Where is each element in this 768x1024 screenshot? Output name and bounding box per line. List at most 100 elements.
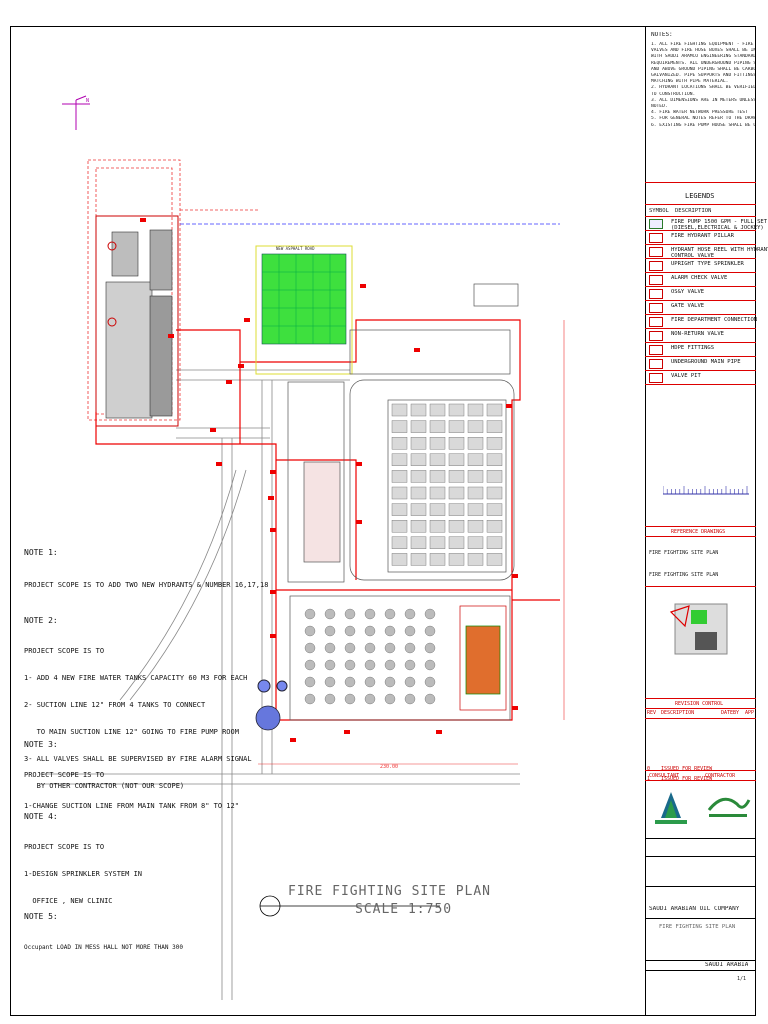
- consultant-header: CONSULTANT: [649, 773, 680, 779]
- legend-label: FIRE HYDRANT PILLAR: [671, 233, 734, 239]
- drawing-scale: SCALE 1:750: [355, 902, 453, 917]
- note-2-line: BY OTHER CONTRACTOR (NOT OUR SCOPE): [24, 782, 185, 790]
- hose-box-icon: [649, 247, 663, 257]
- note-4-line: OFFICE , NEW CLINIC: [24, 897, 113, 905]
- gate-valve-icon: [649, 303, 663, 313]
- general-notes-title: NOTES:: [651, 32, 673, 38]
- note-5-line: Occupant LOAD IN MESS HALL NOT MORE THAN…: [24, 944, 183, 951]
- scale-bar: [663, 486, 749, 495]
- legend-title: LEGENDS: [685, 192, 715, 200]
- legend-label: OS&Y VALVE: [671, 289, 705, 295]
- drawing-frame: [10, 26, 756, 1016]
- revision-cell: 0: [647, 766, 651, 772]
- note-4-title: NOTE 4:: [24, 812, 58, 821]
- general-note-line: AND ABOVE GROUND PIPING SHALL BE CARBON …: [651, 66, 755, 72]
- legend-item: HDPE FITTINGS: [645, 344, 756, 357]
- general-note-line: NOTED.: [651, 104, 668, 110]
- ref-line-2: FIRE FIGHTING SITE PLAN: [649, 572, 719, 578]
- legend-label: FIRE DEPARTMENT CONNECTION: [671, 317, 758, 323]
- note-2-line: 2- SUCTION LINE 12" FROM 4 TANKS TO CONN…: [24, 701, 206, 709]
- legend-label: HDPE FITTINGS: [671, 345, 715, 351]
- os-y-valve-icon: [649, 289, 663, 299]
- legend-symbol-header: SYMBOL: [649, 208, 669, 214]
- sprinkler-icon: [649, 261, 663, 271]
- general-note-line: MATCHING WITH PIPE MATERIAL.: [651, 79, 729, 85]
- legend-item: FIRE HYDRANT PILLAR: [645, 232, 756, 245]
- general-note-line: VALVES AND FIRE HOSE BOXES SHALL BE IN A…: [651, 48, 755, 54]
- contractor-logo: [707, 797, 751, 817]
- general-note-line: 5. FOR GENERAL NOTES REFER TO THE DRAWIN…: [651, 116, 755, 122]
- legend-label: VALVE PIT: [671, 373, 701, 379]
- note-2-line: TO MAIN SUCTION LINE 12" GOING TO FIRE P…: [24, 728, 239, 736]
- note-3-line: 1-CHANGE SUCTION LINE FROM MAIN TANK FRO…: [24, 802, 239, 810]
- dimension-bottom: 230.00: [380, 764, 398, 770]
- revision-header-cell: REV: [647, 710, 657, 716]
- note-3-line: PROJECT SCOPE IS TO: [24, 771, 105, 779]
- revision-cell: 1: [647, 776, 651, 782]
- title-block: NOTES: 1. ALL FIRE FIGHTING EQUIPMENT - …: [645, 26, 768, 1016]
- note-1-title: NOTE 1:: [24, 548, 58, 557]
- check-valve-icon: [649, 331, 663, 341]
- drawing-name: FIRE FIGHTING SITE PLAN: [659, 924, 736, 930]
- consultant-logo: [655, 792, 687, 824]
- note-2-line: PROJECT SCOPE IS TO: [24, 647, 105, 655]
- legend-label: FIRE PUMP 1500 GPM - FULL SET (DIESEL,EL…: [671, 219, 768, 231]
- note-3: NOTE 3: PROJECT SCOPE IS TO 1-CHANGE SUC…: [24, 722, 239, 820]
- note-1: NOTE 1: PROJECT SCOPE IS TO ADD TWO NEW …: [24, 530, 268, 599]
- tree-grid: [304, 608, 436, 705]
- revision-header-cell: DATE: [721, 710, 734, 716]
- fire-water-main: [95, 319, 560, 721]
- revision-cell: ISSUED FOR REVIEW: [661, 766, 713, 772]
- north-arrow-icon: [62, 95, 90, 130]
- general-note-line: 3. ALL DIMENSIONS ARE IN METERS UNLESS O…: [651, 97, 755, 103]
- legend-item: FIRE DEPARTMENT CONNECTION: [645, 316, 758, 329]
- legend-item: VALVE PIT: [645, 372, 756, 385]
- legend-desc-header: DESCRIPTION: [675, 208, 712, 214]
- sheet-number: 1/1: [737, 976, 747, 982]
- legend-item: ALARM CHECK VALVE: [645, 274, 756, 287]
- note-2-line: 1- ADD 4 NEW FIRE WATER TANKS CAPACITY 6…: [24, 674, 248, 682]
- general-note-line: TO CONSTRUCTION.: [651, 91, 696, 97]
- general-note-line: 4. FIRE WATER NETWORK PRESSURE TEST: [651, 110, 748, 116]
- general-note-line: 2. HYDRANT LOCATIONS SHALL BE VERIFIED A…: [651, 85, 755, 91]
- building-grid: [391, 403, 503, 566]
- general-note-line: 1. ALL FIRE FIGHTING EQUIPMENT - FIRE HY…: [651, 42, 755, 47]
- cap-icon: [649, 345, 663, 355]
- note-5-title: NOTE 5:: [24, 912, 58, 921]
- note-2: NOTE 2: PROJECT SCOPE IS TO 1- ADD 4 NEW…: [24, 598, 252, 800]
- legend-item: UPRIGHT TYPE SPRINKLER: [645, 260, 756, 273]
- hydrant-icon: [649, 233, 663, 243]
- legend-label: NON-RETURN VALVE: [671, 331, 724, 337]
- reference-drawings-title: REFERENCE DRAWINGS: [671, 529, 726, 535]
- revision-cell: ISSUED FOR REVIEW: [661, 776, 713, 782]
- legend-item: OS&Y VALVE: [645, 288, 756, 301]
- pump-house: [255, 679, 288, 731]
- location: SAUDI ARABIA: [705, 962, 749, 968]
- general-note-line: REQUIREMENTS. ALL UNDERGROUND PIPING SHA…: [651, 60, 755, 66]
- fire-water-tanks: [95, 215, 179, 427]
- note-4-line: 1-DESIGN SPRINKLER SYSTEM IN: [24, 870, 143, 878]
- note-2-line: 3- ALL VALVES SHALL BE SUPERVISED BY FIR…: [24, 755, 252, 763]
- key-plan: [669, 603, 728, 655]
- pipe-line-icon: [649, 359, 663, 369]
- legend-item: UNDERGROUND MAIN PIPE: [645, 358, 756, 371]
- legend-label: GATE VALVE: [671, 303, 705, 309]
- general-note-line: GALVANIZED. PIPE SUPPORTS AND FITTINGS S…: [651, 73, 755, 79]
- revision-header-cell: DESCRIPTION: [661, 710, 695, 716]
- drawing-title: FIRE FIGHTING SITE PLAN: [288, 884, 492, 899]
- contractor-header: CONTRACTOR: [705, 773, 736, 779]
- note-1-line: PROJECT SCOPE IS TO ADD TWO NEW HYDRANTS…: [24, 581, 269, 589]
- legend-label: HYDRANT HOSE REEL WITH HYDRANT CONTROL V…: [671, 247, 768, 259]
- revision-header-cell: BY: [733, 710, 740, 716]
- pump-icon: [649, 219, 663, 229]
- note-3-title: NOTE 3:: [24, 740, 58, 749]
- revision-header-cell: APP: [745, 710, 755, 716]
- general-note-line: WITH SAUDI ARAMCO ENGINEERING STANDARDS …: [651, 54, 755, 60]
- fdc-icon: [649, 317, 663, 327]
- north-label: N: [86, 98, 89, 104]
- note-4: NOTE 4: PROJECT SCOPE IS TO 1-DESIGN SPR…: [24, 794, 142, 915]
- general-notes: 1. ALL FIRE FIGHTING EQUIPMENT - FIRE HY…: [651, 42, 755, 129]
- legend-label: UPRIGHT TYPE SPRINKLER: [671, 261, 744, 267]
- legend-label: UNDERGROUND MAIN PIPE: [671, 359, 741, 365]
